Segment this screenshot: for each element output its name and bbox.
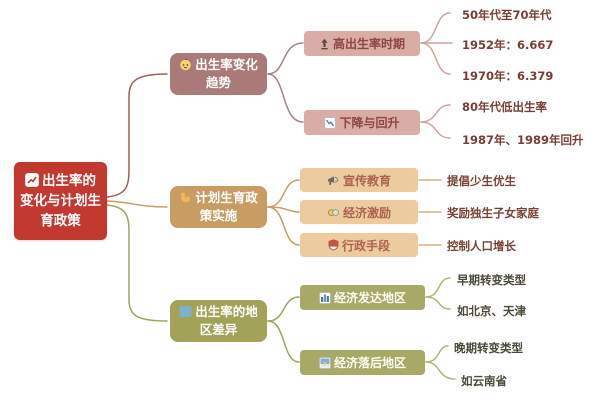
leaf-control-population[interactable]: 控制人口增长 (447, 239, 516, 253)
leaf-yunnan-province[interactable]: 如云南省 (461, 374, 507, 388)
sub-label: 高出生率时期 (332, 37, 405, 51)
sub-economic-incentive[interactable]: 经济激励 (300, 200, 418, 224)
sub-label: 宣传教育 (342, 173, 391, 188)
branch-birth-rate-trend[interactable]: 出生率变化趋势 (170, 53, 267, 95)
branch-regional-differences[interactable]: 出生率的地区差异 (170, 300, 267, 342)
muscle-icon (179, 191, 192, 204)
leaf-1952-rate[interactable]: 1952年：6.667 (462, 38, 554, 52)
root-node[interactable]: 出生率的变化与计划生育政策 (14, 162, 107, 240)
city-chart-icon (318, 291, 331, 304)
branch-label: 计划生育政策实施 (195, 189, 258, 223)
sub-developed-regions[interactable]: 经济发达地区 (300, 285, 425, 310)
leaf-beijing-tianjin[interactable]: 如北京、天津 (457, 304, 526, 318)
sunrise-icon (318, 356, 331, 369)
sub-administrative-measures[interactable]: 行政手段 (300, 233, 418, 257)
sub-label: 经济发达地区 (333, 291, 406, 305)
sub-publicity-education[interactable]: 宣传教育 (300, 168, 418, 192)
leaf-rebound-years[interactable]: 1987年、1989年回升 (462, 133, 584, 147)
chart-up-icon (25, 172, 39, 187)
sub-label: 经济落后地区 (333, 356, 406, 370)
world-map-icon (179, 305, 192, 318)
leaf-advocate-fewer-births[interactable]: 提倡少生优生 (447, 174, 516, 188)
sub-label: 行政手段 (341, 238, 390, 253)
leaf-1970-rate[interactable]: 1970年：6.379 (462, 69, 554, 83)
leaf-reward-one-child[interactable]: 奖励独生子女家庭 (447, 206, 539, 220)
leaf-late-transition[interactable]: 晚期转变类型 (454, 341, 523, 355)
sub-label: 下降与回升 (339, 116, 400, 130)
coins-icon (327, 207, 340, 218)
top-arrow-icon (319, 38, 330, 50)
shield-icon (328, 239, 339, 251)
branch-policy-implementation[interactable]: 计划生育政策实施 (170, 186, 267, 228)
sub-underdeveloped-regions[interactable]: 经济落后地区 (300, 350, 425, 375)
branch-label: 出生率的地区差异 (195, 303, 258, 337)
leaf-era-50s-70s[interactable]: 50年代至70年代 (462, 8, 552, 22)
leaf-early-transition[interactable]: 早期转变类型 (457, 273, 526, 287)
sub-label: 经济激励 (342, 205, 391, 220)
chart-down-icon (324, 116, 337, 129)
megaphone-icon (327, 175, 340, 186)
sub-high-birth-rate-period[interactable]: 高出生率时期 (304, 31, 420, 56)
root-label: 出生率的变化与计划生育政策 (20, 172, 101, 230)
sub-decline-and-rebound[interactable]: 下降与回升 (304, 110, 420, 135)
baby-icon (179, 58, 192, 71)
branch-label: 出生率变化趋势 (195, 56, 258, 90)
leaf-80s-low-rate[interactable]: 80年代低出生率 (462, 100, 548, 114)
